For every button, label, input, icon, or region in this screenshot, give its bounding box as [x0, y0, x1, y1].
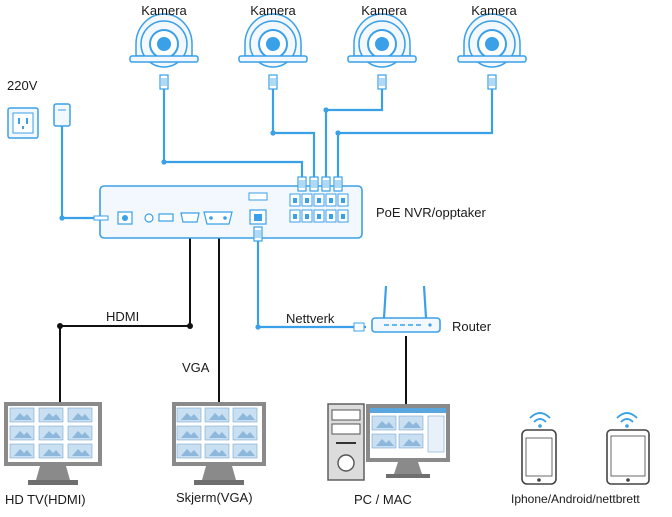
junction-dots	[59, 107, 341, 330]
camera-1-icon	[129, 13, 199, 68]
camera-4-icon	[457, 13, 527, 68]
vga-label: VGA	[182, 360, 210, 375]
camera-3-icon	[347, 13, 417, 68]
camera-2-label: Kamera	[250, 3, 296, 18]
cable-camera-4	[336, 88, 494, 178]
camera-1-label: Kamera	[141, 3, 187, 18]
camera-4-label: Kamera	[471, 3, 517, 18]
monitor-label: Skjerm(VGA)	[176, 490, 253, 505]
camera-plugs	[159, 74, 497, 90]
hdtv-icon	[4, 402, 102, 485]
nvr-device	[99, 185, 363, 239]
cable-camera-1	[162, 88, 304, 178]
router-label: Router	[452, 319, 492, 334]
mobile-label: Iphone/Android/nettbrett	[511, 492, 640, 506]
pc-label: PC / MAC	[354, 492, 412, 507]
nvr-plugs	[93, 176, 343, 242]
vga-monitor-icon	[172, 402, 266, 485]
power-adapter-icon	[53, 103, 71, 127]
tablet-icon	[606, 412, 650, 485]
camera-2-icon	[238, 13, 308, 68]
cable-camera-2	[271, 88, 316, 178]
cable-hdmi	[59, 228, 191, 402]
hdtv-label: HD TV(HDMI)	[5, 492, 86, 507]
phone-icon	[521, 412, 557, 485]
power-label: 220V	[7, 78, 38, 93]
nvr-label: PoE NVR/opptaker	[376, 205, 486, 220]
hdmi-label: HDMI	[106, 309, 140, 324]
cable-camera-3	[324, 88, 384, 178]
camera-3-label: Kamera	[361, 3, 407, 18]
pc-icon	[327, 403, 450, 481]
power-outlet-icon	[7, 107, 39, 139]
router-icon	[353, 285, 441, 333]
video-cables	[59, 228, 407, 404]
network-label: Nettverk	[286, 311, 335, 326]
